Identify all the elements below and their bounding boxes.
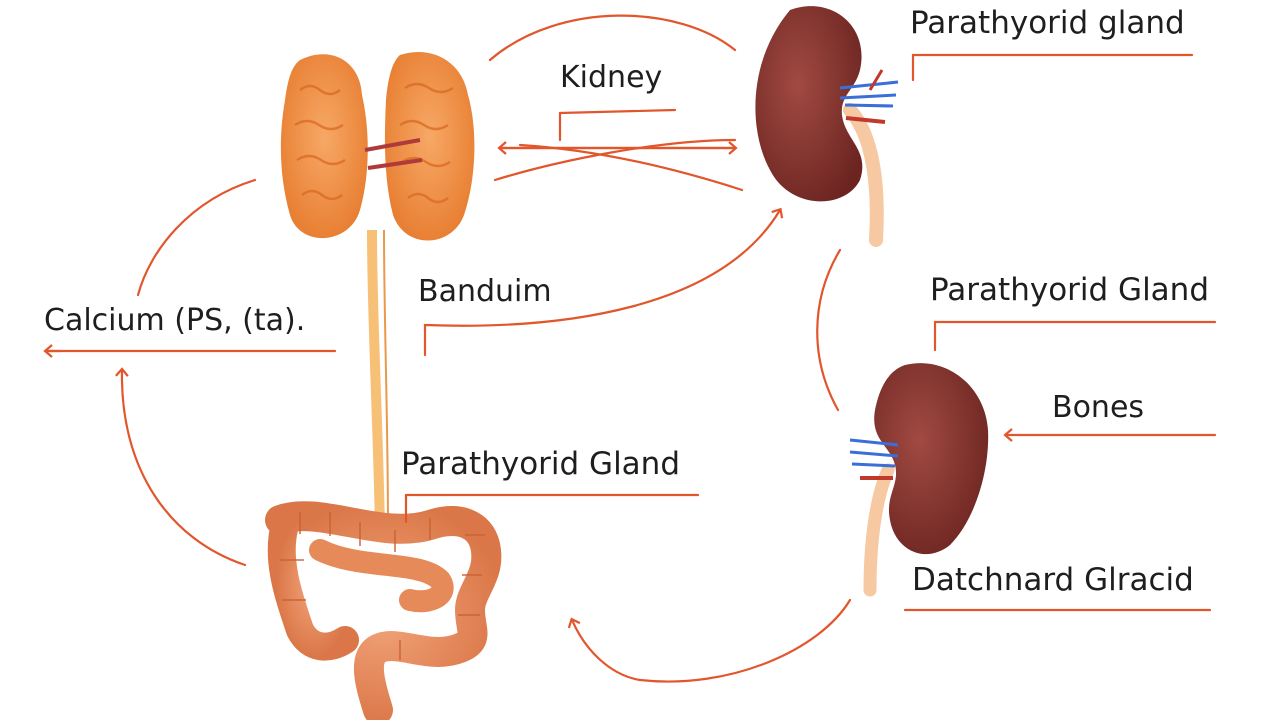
kidney-icon	[755, 6, 899, 247]
kidney-icon	[849, 363, 989, 597]
label-kidney: Kidney	[560, 60, 663, 95]
label-datchnard-gland: Datchnard Glracid	[912, 562, 1194, 598]
intestine-icon	[265, 501, 502, 720]
label-parathyroid-gland-center: Parathyorid Gland	[401, 446, 680, 482]
connector-arrows	[43, 14, 1217, 683]
thyroid-gland-icon	[280, 51, 475, 531]
label-parathyroid-gland-top: Parathyorid gland	[910, 5, 1185, 41]
label-banduim: Banduim	[418, 274, 552, 309]
label-bones: Bones	[1052, 390, 1145, 425]
label-calcium: Calcium (PS, (ta).	[44, 303, 306, 338]
label-parathyroid-gland-mid: Parathyorid Gland	[930, 272, 1209, 308]
